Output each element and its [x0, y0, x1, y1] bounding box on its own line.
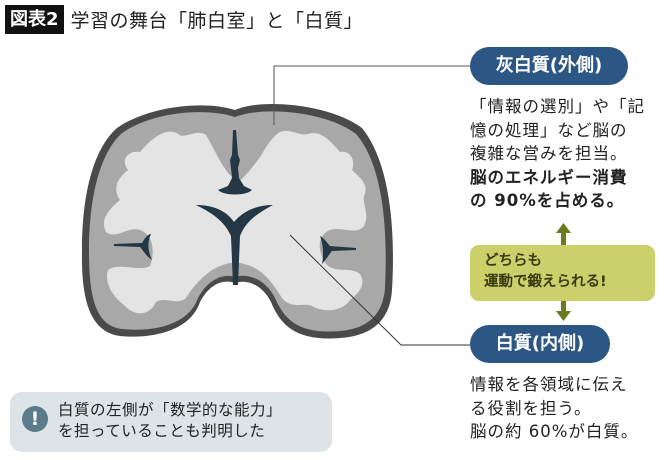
info-box: ! 白質の左側が「数学的な能力」 を担っていることも判明した — [10, 392, 332, 452]
white-matter-leader-line — [289, 234, 470, 346]
central-ventricle — [218, 130, 252, 195]
exercise-note: どちらも 運動で鍛えられる! — [470, 245, 655, 301]
text-line: 運動で鍛えられる! — [484, 274, 607, 290]
text-line: 脳のエネルギー消費 — [470, 167, 628, 187]
text-line: 複雑な営みを担当。 — [470, 144, 628, 163]
ventricles — [114, 130, 356, 285]
right-ventricle — [320, 236, 356, 264]
text-line: 情報を各領域に伝え — [470, 375, 628, 394]
text-line: 憶の処理」など脳の — [470, 120, 628, 140]
text-line: を担っていることも判明した — [58, 422, 266, 440]
text-line: 「情報の選別」や「記 — [470, 97, 645, 116]
exclamation-icon: ! — [22, 406, 48, 432]
text-line: 脳の約 60%が白質。 — [470, 422, 639, 441]
arrow-down-icon — [556, 301, 571, 321]
gray-matter-leader-line — [273, 65, 470, 125]
left-ventricle — [114, 234, 152, 260]
text-line: の 90%を占める。 — [470, 191, 625, 210]
text-line: る役割を担う。 — [470, 398, 592, 418]
figure-badge: 図表2 — [5, 5, 64, 34]
info-text: 白質の左側が「数学的な能力」 を担っていることも判明した — [58, 400, 282, 442]
figure-header: 図表2 学習の舞台「肺白室」と「白質」 — [5, 5, 363, 34]
text-line: 白質の左側が「数学的な能力」 — [58, 401, 283, 419]
lateral-ventricle-y — [196, 205, 273, 285]
gray-matter-label: 灰白質(外側) — [470, 47, 628, 85]
text-line: どちらも — [484, 253, 542, 269]
arrow-up-icon — [556, 223, 571, 245]
white-matter-label: 白質(内側) — [470, 325, 610, 363]
figure-title: 学習の舞台「肺白室」と「白質」 — [70, 10, 364, 32]
white-matter-description: 情報を各領域に伝え る役割を担う。 脳の約 60%が白質。 — [470, 373, 638, 444]
gray-matter-description: 「情報の選別」や「記 憶の処理」など脳の 複雑な営みを担当。 脳のエネルギー消費… — [470, 95, 645, 213]
